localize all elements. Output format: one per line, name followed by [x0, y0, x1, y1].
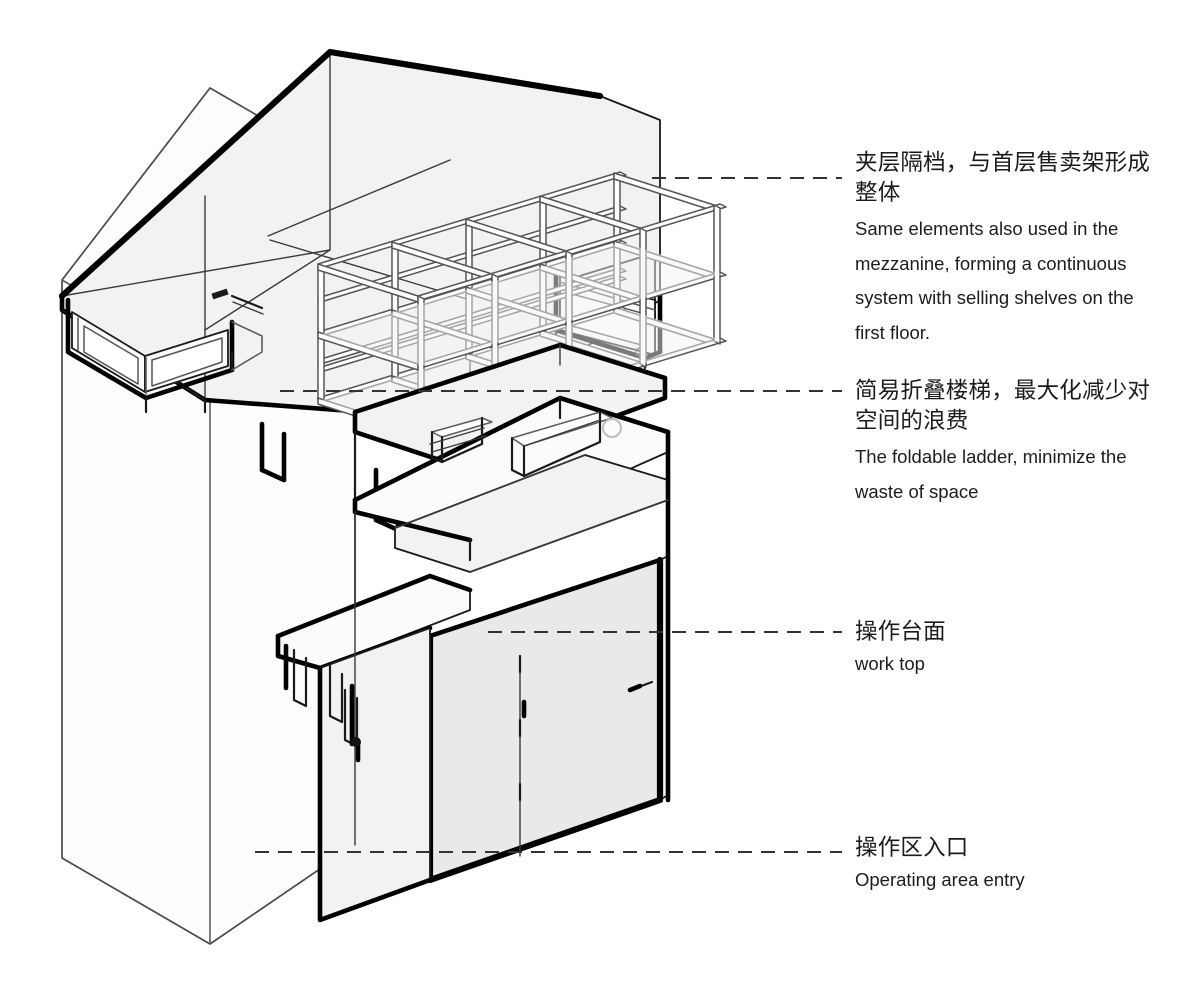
callout-work-top: 操作台面 work top [855, 617, 1185, 679]
callout-3-cn: 操作台面 [855, 619, 946, 645]
callout-4-en: Operating area entry [855, 869, 1025, 890]
callout-foldable-ladder: 简易折叠楼梯，最大化减少对 空间的浪费 The foldable ladder,… [855, 376, 1185, 509]
slab-handle-detail [211, 288, 264, 315]
callout-operating-area-entry: 操作区入口 Operating area entry [855, 833, 1185, 895]
counter-recess-opening [429, 416, 493, 464]
leader-lines [255, 176, 842, 854]
callout-3-en: work top [855, 653, 925, 674]
callout-mezzanine-partition: 夹层隔档，与首层售卖架形成 整体 Same elements also used… [855, 148, 1185, 350]
callout-2-en: The foldable ladder, minimize the waste … [855, 446, 1127, 502]
callout-4-cn: 操作区入口 [855, 835, 969, 861]
callout-1-cn: 夹层隔档，与首层售卖架形成 整体 [855, 150, 1151, 206]
callout-2-cn: 简易折叠楼梯，最大化减少对 空间的浪费 [855, 378, 1151, 434]
work-top-bracket-legs [283, 643, 361, 763]
hanging-cabinet-left [65, 297, 263, 414]
counter-volume [275, 395, 671, 923]
callout-1-en: Same elements also used in the mezzanine… [855, 218, 1134, 343]
